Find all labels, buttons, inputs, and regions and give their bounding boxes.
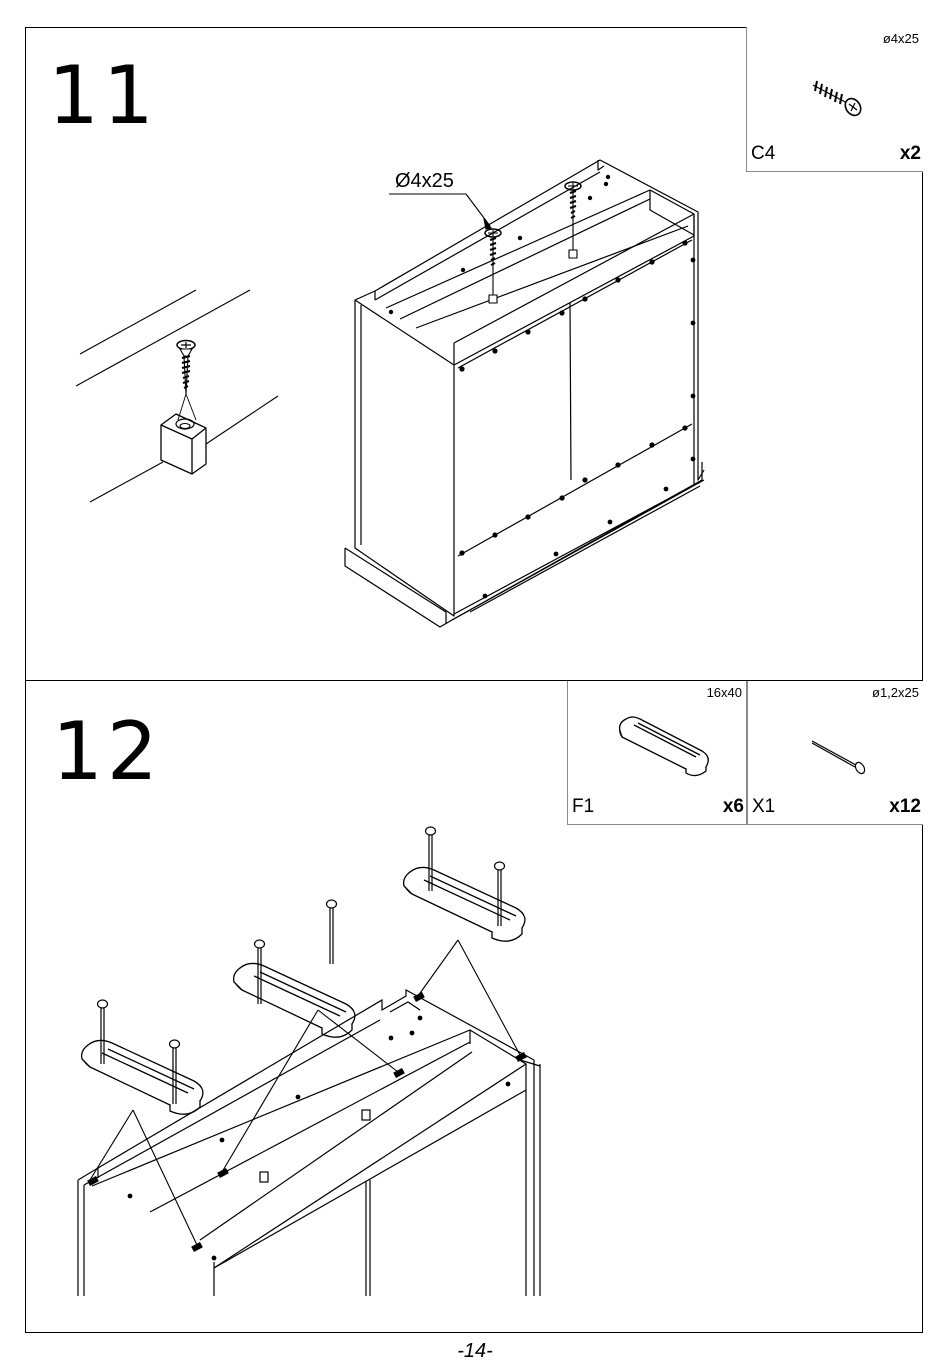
pad-markers	[87, 992, 527, 1260]
foot-pad-with-nails	[234, 900, 355, 1037]
cabinet-step-12	[78, 990, 540, 1296]
page-number: -14-	[0, 1340, 950, 1363]
foot-pad-with-nails	[82, 1000, 203, 1114]
foot-pad-with-nails	[404, 827, 525, 941]
